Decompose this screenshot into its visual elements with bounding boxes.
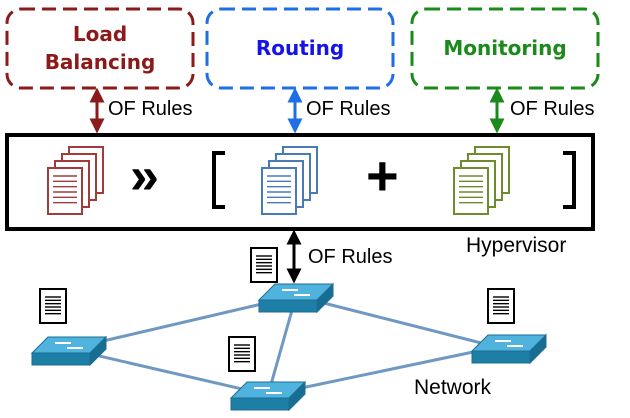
lb-of-rules-label: OF Rules bbox=[108, 98, 193, 120]
flow-table-top-icon bbox=[250, 247, 278, 283]
sequential-operator: » bbox=[130, 147, 159, 205]
monitoring-rules-icon bbox=[453, 146, 510, 215]
switch-left-icon bbox=[30, 335, 108, 367]
flow-table-left-icon bbox=[39, 288, 67, 324]
load-balancing-label: Load Balancing bbox=[44, 22, 156, 74]
parallel-operator: + bbox=[366, 144, 399, 207]
routing-label: Routing bbox=[255, 36, 345, 60]
left-bracket-icon bbox=[212, 151, 225, 209]
switch-right-icon bbox=[470, 333, 548, 365]
flow-table-bottom-icon bbox=[228, 336, 256, 372]
flow-table-right-icon bbox=[487, 288, 515, 324]
load-balancing-rules-icon bbox=[47, 146, 104, 215]
routing-of-rules-label: OF Rules bbox=[306, 98, 391, 120]
hypervisor-box bbox=[5, 133, 595, 231]
network-links bbox=[68, 294, 498, 397]
switch-bottom-icon bbox=[229, 380, 307, 412]
switch-top-icon bbox=[257, 282, 335, 314]
routing-rules-icon bbox=[261, 146, 318, 215]
monitoring-of-rules-label: OF Rules bbox=[510, 98, 595, 120]
network-label: Network bbox=[414, 376, 492, 399]
right-bracket-icon bbox=[563, 151, 576, 209]
monitoring-label: Monitoring bbox=[443, 36, 567, 60]
hypervisor-label: Hypervisor bbox=[466, 234, 567, 257]
hypervisor-of-rules-label: OF Rules bbox=[308, 246, 393, 268]
